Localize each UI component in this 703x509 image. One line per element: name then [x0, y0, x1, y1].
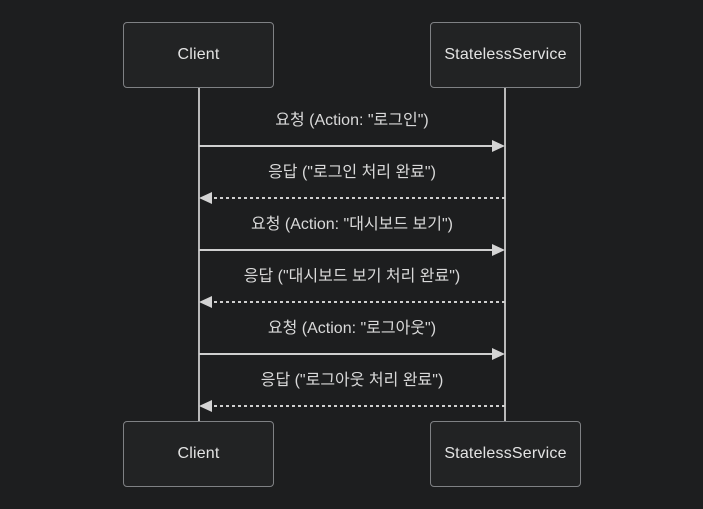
- message-label: 요청 (Action: "로그인"): [275, 112, 429, 129]
- arrow-line: [199, 353, 496, 355]
- message-arrow-dotted: [199, 296, 505, 308]
- actor-label-statelessservice: StatelessService: [444, 46, 567, 63]
- arrowhead-left-icon: [199, 192, 212, 204]
- message-label: 응답 ("로그아웃 처리 완료"): [260, 372, 444, 389]
- actor-label-client: Client: [177, 445, 220, 462]
- arrowhead-left-icon: [199, 296, 212, 308]
- arrow-line: [199, 249, 496, 251]
- message-arrow-dotted: [199, 192, 505, 204]
- message-label: 응답 ("대시보드 보기 처리 완료"): [243, 268, 461, 285]
- arrow-line: [208, 197, 505, 199]
- message-request-login: 요청 (Action: "로그인"): [199, 108, 505, 152]
- arrowhead-right-icon: [492, 140, 505, 152]
- message-arrow-solid: [199, 348, 505, 360]
- message-label: 응답 ("로그인 처리 완료"): [268, 164, 436, 181]
- actor-label-client: Client: [177, 46, 220, 63]
- arrow-line: [208, 301, 505, 303]
- arrowhead-right-icon: [492, 244, 505, 256]
- message-arrow-dotted: [199, 400, 505, 412]
- message-arrow-solid: [199, 244, 505, 256]
- actor-box-statelessservice-bottom: StatelessService: [430, 421, 581, 487]
- lifeline-statelessservice: [504, 88, 506, 421]
- message-label: 요청 (Action: "대시보드 보기"): [250, 216, 454, 233]
- message-response-dashboard: 응답 ("대시보드 보기 처리 완료"): [199, 264, 505, 308]
- arrow-line: [208, 405, 505, 407]
- message-request-logout: 요청 (Action: "로그아웃"): [199, 316, 505, 360]
- arrowhead-right-icon: [492, 348, 505, 360]
- actor-label-statelessservice: StatelessService: [444, 445, 567, 462]
- actor-box-statelessservice-top: StatelessService: [430, 22, 581, 88]
- arrowhead-left-icon: [199, 400, 212, 412]
- message-response-logout: 응답 ("로그아웃 처리 완료"): [199, 368, 505, 412]
- message-arrow-solid: [199, 140, 505, 152]
- actor-box-client-top: Client: [123, 22, 274, 88]
- actor-box-client-bottom: Client: [123, 421, 274, 487]
- message-request-dashboard: 요청 (Action: "대시보드 보기"): [199, 212, 505, 256]
- message-label: 요청 (Action: "로그아웃"): [267, 320, 437, 337]
- lifeline-client: [198, 88, 200, 421]
- arrow-line: [199, 145, 496, 147]
- message-response-login: 응답 ("로그인 처리 완료"): [199, 160, 505, 204]
